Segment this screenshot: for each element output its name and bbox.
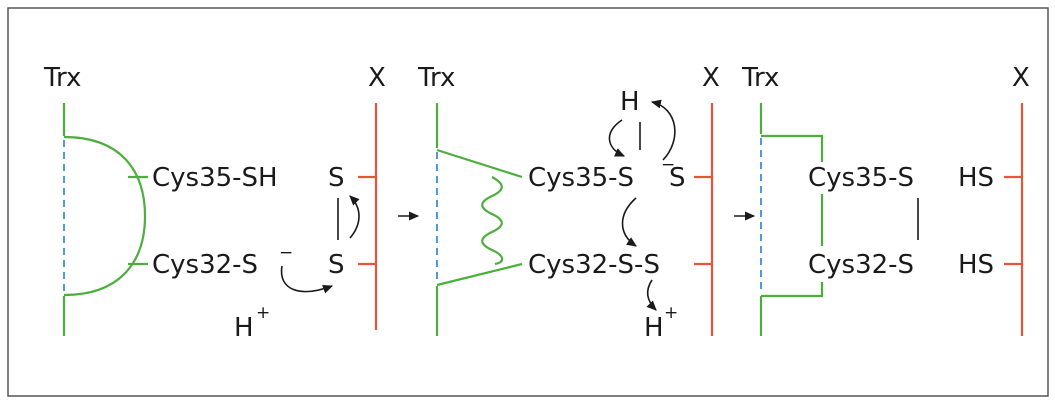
trx-arm-top: [436, 148, 523, 179]
trx-bracket-top: [761, 134, 824, 162]
cys35-charge: −: [661, 155, 675, 175]
panel-1: Trx X Cys35-SH Cys32-S − S S H +: [43, 63, 386, 343]
cys32-label: Cys32-S-S: [528, 250, 660, 280]
x-s-top: S: [328, 163, 345, 193]
electron-arrow-h: [608, 119, 626, 157]
cys32-charge: −: [279, 243, 293, 263]
hydrogen-top: H: [620, 87, 640, 117]
cys35-label: Cys35-S: [808, 163, 914, 193]
electron-arrow-attack: [280, 265, 334, 294]
x-s-bottom: S: [328, 250, 345, 280]
proton-label: H: [234, 313, 254, 343]
trx-arm-bottom: [436, 262, 523, 287]
electron-arrow-s-h: [650, 99, 676, 161]
trx-label: Trx: [741, 63, 779, 93]
panel-3: Trx X Cys35-S Cys32-S HS HS: [741, 63, 1030, 336]
x-protein-label: X: [702, 63, 720, 93]
electron-arrow-proton: [646, 279, 657, 311]
proton-label: H: [644, 313, 664, 343]
panel-2: Trx X Cys35-S − S Cys32-S-S H H +: [417, 63, 720, 343]
proton-charge: +: [256, 303, 270, 323]
x-hs-top: HS: [958, 163, 994, 193]
proton-charge: +: [664, 303, 678, 323]
electron-arrow-ss: [349, 195, 360, 239]
x-hs-bottom: HS: [958, 250, 994, 280]
x-protein-label: X: [1012, 63, 1030, 93]
trx-label: Trx: [43, 63, 81, 93]
x-protein-label: X: [368, 63, 386, 93]
trx-bracket-bottom: [761, 282, 824, 298]
cys32-label: Cys32-S: [808, 250, 914, 280]
trx-arc: [63, 135, 147, 297]
trx-label: Trx: [417, 63, 455, 93]
cys35-label: Cys35-S: [528, 163, 634, 193]
cys32-label: Cys32-S: [152, 250, 258, 280]
strain-spring: [481, 176, 504, 266]
cys35-label: Cys35-SH: [152, 163, 278, 193]
electron-arrow-s-s: [621, 197, 637, 247]
cys35-x-s: S: [669, 163, 686, 193]
figure-frame: [7, 7, 1049, 397]
